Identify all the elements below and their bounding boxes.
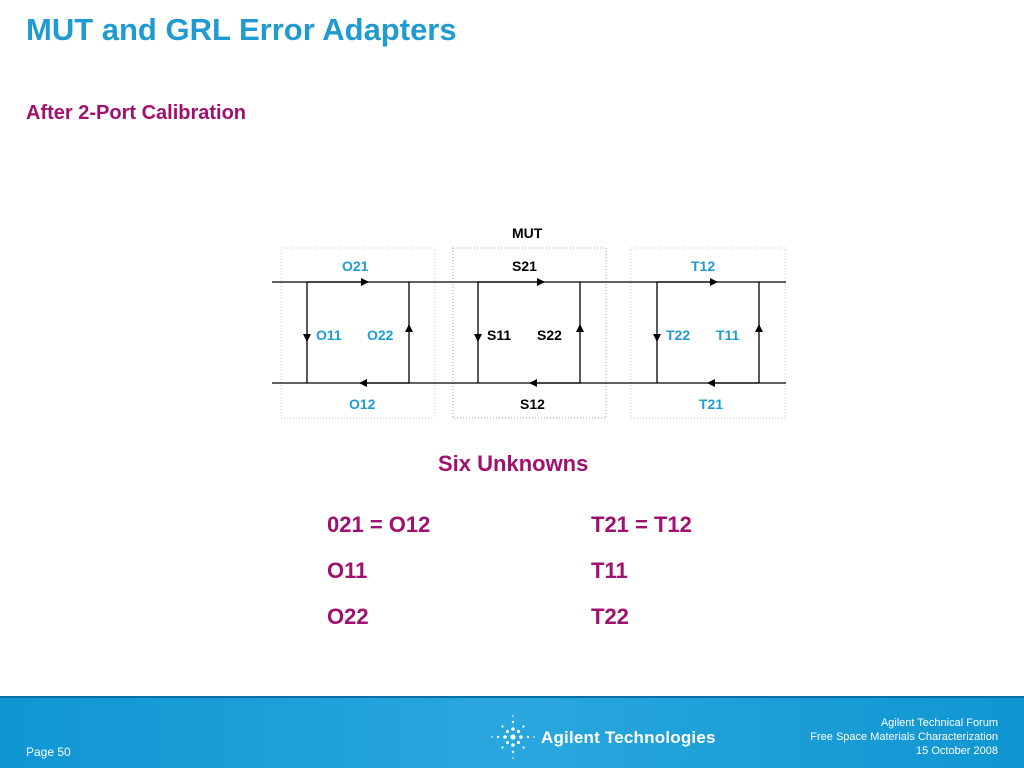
unknown-right-2: T11 [591,558,628,583]
unknown-left-1: 021 = O12 [327,512,431,537]
label-s22: S22 [537,327,562,343]
company-logo-text: Agilent Technologies [541,728,716,747]
footer-divider [0,696,1024,698]
label-o22: O22 [367,327,394,343]
footer-info: Agilent Technical Forum Free Space Mater… [810,716,998,758]
label-s11: S11 [487,327,511,343]
unknown-right-1: T21 = T12 [591,512,692,537]
label-t21: T21 [699,396,723,412]
label-o12: O12 [349,396,376,412]
label-t22: T22 [666,327,690,343]
agilent-spark-icon [491,715,535,759]
unknown-left-2: O11 [327,558,368,583]
label-o11: O11 [316,327,342,343]
mut-box [452,247,607,419]
footer-event: Agilent Technical Forum [880,717,998,729]
slide-title: MUT and GRL Error Adapters [26,12,457,47]
label-o21: O21 [342,258,369,274]
label-s21: S21 [512,258,537,274]
slide-subtitle: After 2-Port Calibration [26,102,247,124]
page-number: Page 50 [26,745,71,759]
unknowns-heading: Six Unknowns [438,451,589,476]
error-adapter-diagram: MUT O21 O11 O22 O12 S21 S11 S22 S12 T12 … [272,225,786,419]
label-t11: T11 [716,327,740,343]
label-t12: T12 [691,258,715,274]
footer-topic: Free Space Materials Characterization [810,731,998,743]
unknown-right-3: T22 [591,604,629,629]
footer-date: 15 October 2008 [916,745,998,757]
mut-label: MUT [512,225,543,241]
unknown-left-3: O22 [327,604,369,629]
footer-bar [0,696,1024,768]
label-s12: S12 [520,396,545,412]
